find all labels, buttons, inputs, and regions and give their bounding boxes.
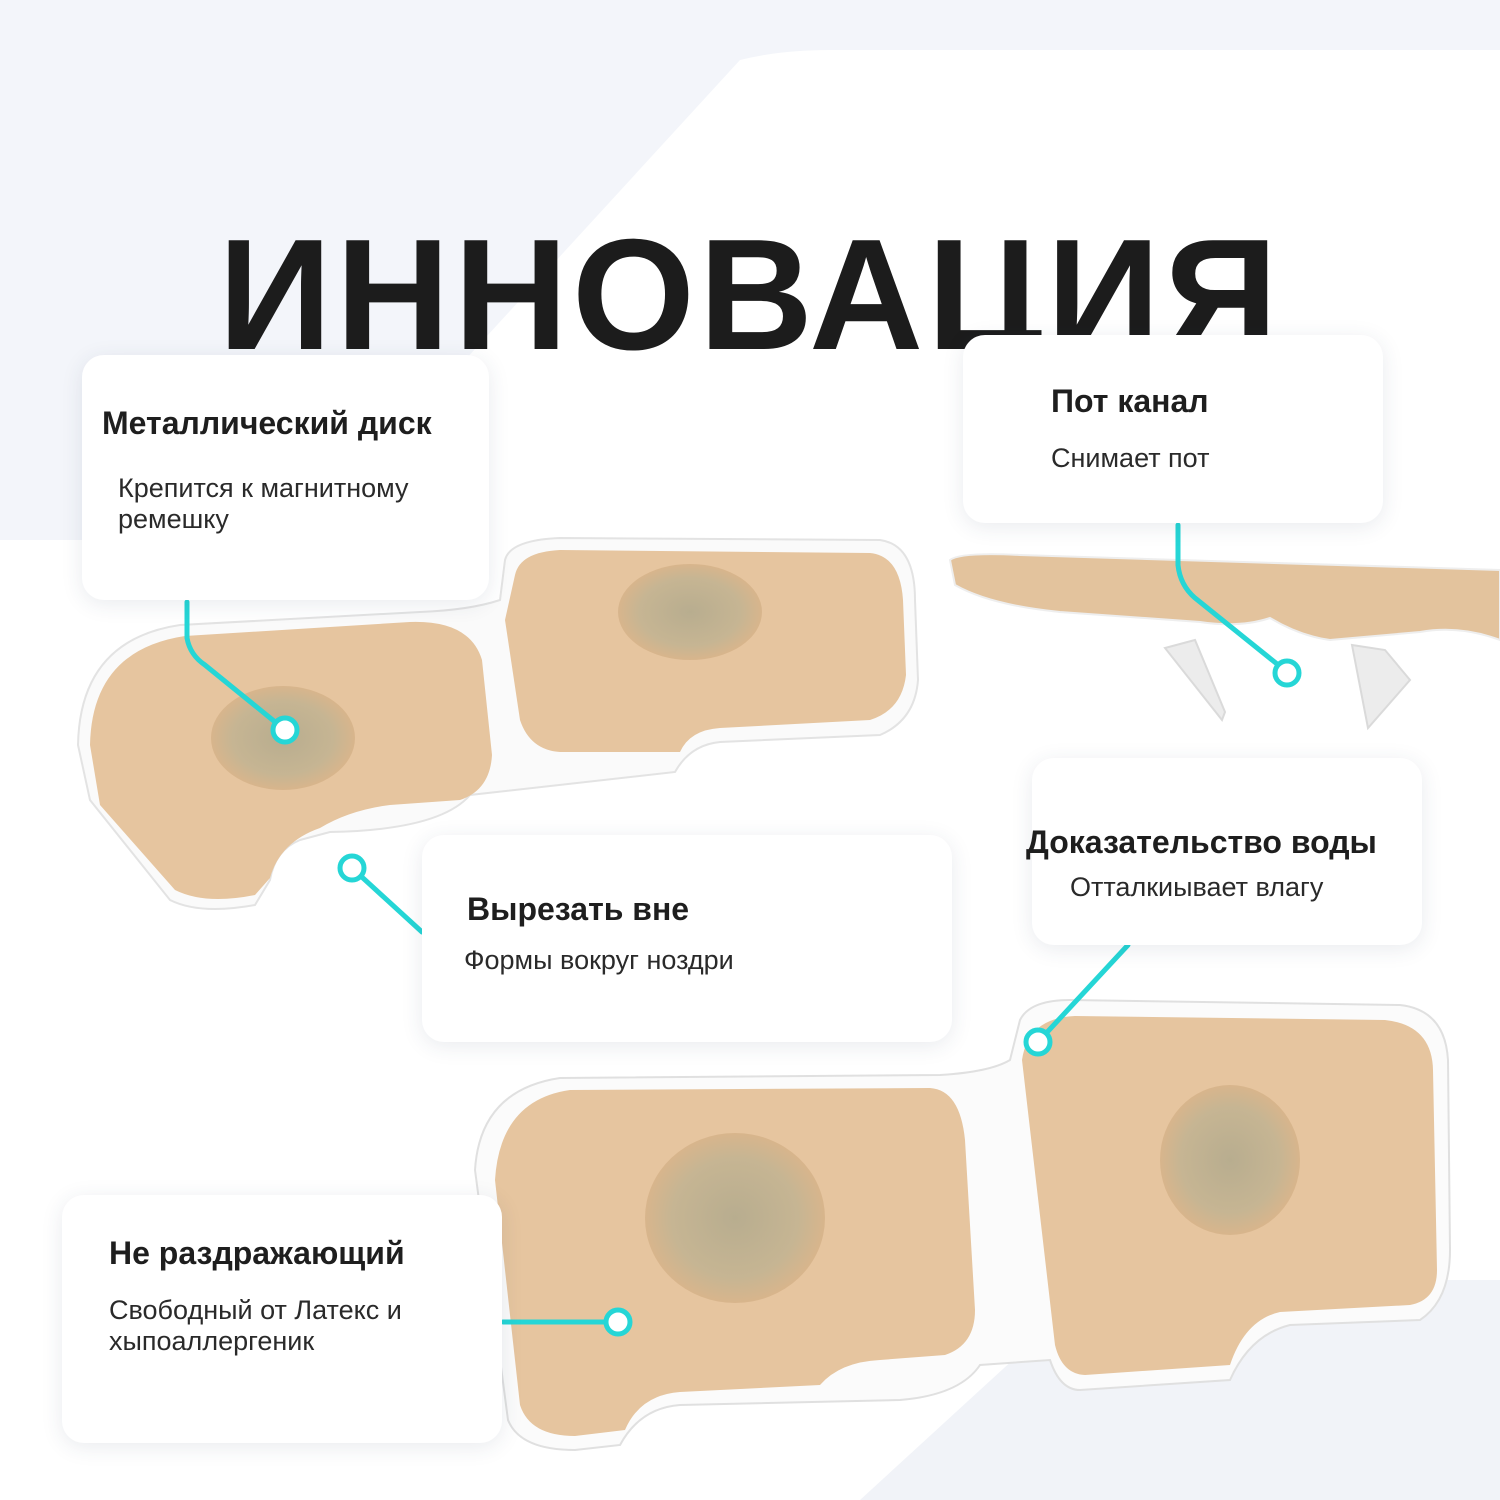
callout-text: Формы вокруг ноздри	[464, 945, 734, 975]
callout-heading: Пот канал	[1051, 383, 1209, 419]
callout-text: Крепится к магнитному ремешку	[118, 473, 409, 535]
callout-dot	[337, 853, 367, 883]
connector-line	[349, 865, 425, 935]
connector-line	[1175, 522, 1290, 675]
callout-heading: Доказательство воды	[1026, 824, 1377, 860]
metal-disc	[618, 564, 762, 660]
callout-heading: Металлический диск	[102, 405, 432, 441]
callout-text-line: ремешку	[118, 504, 229, 534]
strip-side-view	[948, 553, 1500, 642]
callout-heading: Вырезать вне	[467, 891, 690, 927]
callout-non-irritating: Не раздражающий Свободный от Латекс и хы…	[62, 1195, 502, 1443]
callout-text-line: Свободный от Латекс и	[109, 1295, 402, 1325]
callout-text: Свободный от Латекс и хыпоаллергеник	[109, 1295, 402, 1357]
connector-line	[1035, 942, 1131, 1045]
callout-sweat-channel: Пот канал Снимает пот	[963, 335, 1383, 523]
callout-text-line: Крепится к магнитному	[118, 473, 409, 503]
strip-tab	[1350, 643, 1412, 731]
callout-text: Снимает пот	[1051, 443, 1210, 473]
callout-metal-disk: Металлический диск Крепится к магнитному…	[82, 355, 489, 600]
callout-text-line: хыпоаллергеник	[109, 1326, 315, 1356]
metal-disc	[645, 1133, 825, 1303]
strip-tab	[1163, 638, 1227, 723]
callout-water-proof: Доказательство воды Отталкиывает влагу	[1026, 758, 1422, 945]
callout-dot	[270, 715, 300, 745]
callout-dot	[1272, 658, 1302, 688]
metal-disc	[1160, 1085, 1300, 1235]
callout-dot	[1023, 1027, 1053, 1057]
callout-heading: Не раздражающий	[109, 1235, 405, 1271]
callout-cut-out: Вырезать вне Формы вокруг ноздри	[422, 835, 952, 1042]
callout-text: Отталкиывает влагу	[1070, 872, 1324, 902]
callout-dot	[603, 1307, 633, 1337]
connector-line	[184, 599, 288, 733]
